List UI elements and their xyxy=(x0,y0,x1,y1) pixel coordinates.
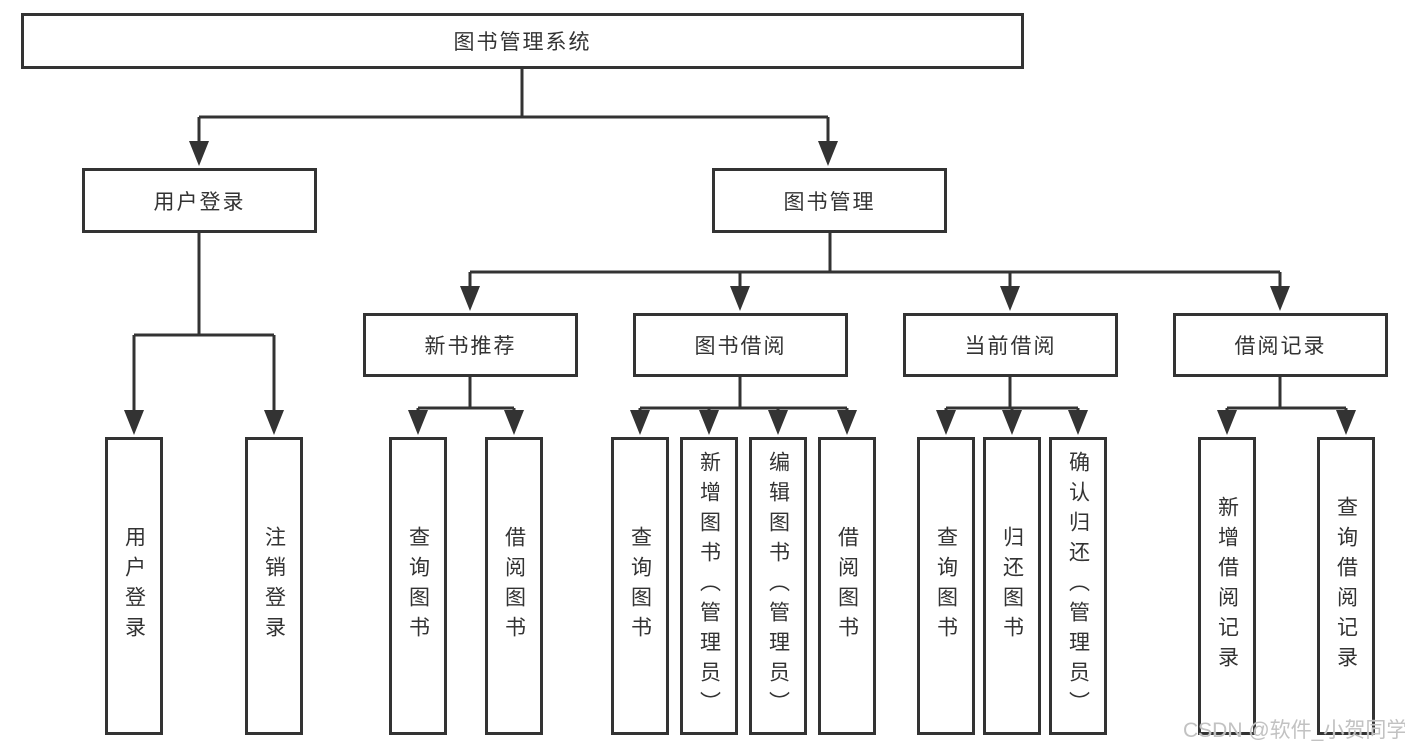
node-label: 用户登录 xyxy=(153,190,246,214)
node-label: 当前借阅 xyxy=(964,335,1057,358)
node-label: 新增借阅记录 xyxy=(1215,496,1239,676)
leaf-add-borrow-record: 新增借阅记录 xyxy=(1198,437,1256,735)
node-label: 用户登录 xyxy=(122,526,146,646)
node-book-borrow: 图书借阅 xyxy=(633,313,848,377)
node-label: 归还图书 xyxy=(1000,526,1024,646)
leaf-user-login: 用户登录 xyxy=(105,437,163,735)
leaf-borrow-book: 借阅图书 xyxy=(485,437,543,735)
csdn-watermark: CSDN @软件_小贺同学 xyxy=(1183,719,1405,742)
node-user-login: 用户登录 xyxy=(82,168,317,233)
node-label: 确认归还（管理员） xyxy=(1066,451,1090,721)
node-label: 图书管理系统 xyxy=(453,31,592,54)
node-label: 借阅记录 xyxy=(1234,335,1327,358)
node-label: 图书管理 xyxy=(783,190,876,214)
node-book-management: 图书管理 xyxy=(712,168,947,233)
node-label: 注销登录 xyxy=(262,526,286,646)
leaf-add-book-admin: 新增图书（管理员） xyxy=(680,437,738,735)
node-label: 新增图书（管理员） xyxy=(697,451,721,721)
leaf-query-borrow-record: 查询借阅记录 xyxy=(1317,437,1375,735)
node-label: 查询图书 xyxy=(628,526,652,646)
node-label: 借阅图书 xyxy=(835,526,859,646)
node-current-borrow: 当前借阅 xyxy=(903,313,1118,377)
node-label: 图书借阅 xyxy=(694,335,787,358)
leaf-query-book: 查询图书 xyxy=(389,437,447,735)
node-label: 查询图书 xyxy=(406,526,430,646)
node-label: 借阅图书 xyxy=(502,526,526,646)
leaf-return-book: 归还图书 xyxy=(983,437,1041,735)
leaf-edit-book-admin: 编辑图书（管理员） xyxy=(749,437,807,735)
node-label: 查询图书 xyxy=(934,526,958,646)
leaf-query-book: 查询图书 xyxy=(917,437,975,735)
leaf-confirm-return-admin: 确认归还（管理员） xyxy=(1049,437,1107,735)
node-library-management-system: 图书管理系统 xyxy=(21,13,1024,69)
node-new-book-recommend: 新书推荐 xyxy=(363,313,578,377)
node-label: 新书推荐 xyxy=(424,335,517,358)
node-label: 查询借阅记录 xyxy=(1334,496,1358,676)
node-borrow-record: 借阅记录 xyxy=(1173,313,1388,377)
node-label: 编辑图书（管理员） xyxy=(766,451,790,721)
leaf-logout: 注销登录 xyxy=(245,437,303,735)
leaf-borrow-book: 借阅图书 xyxy=(818,437,876,735)
leaf-query-book: 查询图书 xyxy=(611,437,669,735)
